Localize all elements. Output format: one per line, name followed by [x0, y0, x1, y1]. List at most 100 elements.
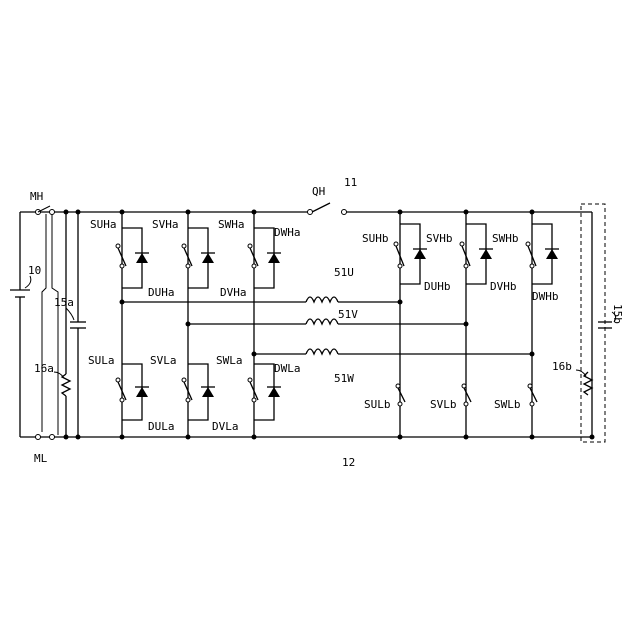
inductor-51w: [306, 349, 338, 354]
node-dot: [64, 210, 69, 215]
node-dot: [186, 435, 191, 440]
node-dot: [464, 210, 469, 215]
label-15b: 15b: [611, 304, 624, 324]
label-dvha: DVHa: [220, 286, 247, 299]
diode-symbol-upper: [480, 249, 492, 259]
node-dot: [252, 435, 257, 440]
switch-terminal-upper: [116, 244, 120, 248]
node-dot: [120, 210, 125, 215]
diode-symbol-upper: [202, 253, 214, 263]
node-dot: [530, 352, 535, 357]
ml-terminal-right: [50, 435, 55, 440]
node-dot: [530, 435, 535, 440]
node-dot: [120, 435, 125, 440]
label-51v: 51V: [338, 308, 358, 321]
inductor-51v: [306, 319, 338, 324]
node-dot: [398, 210, 403, 215]
switch-terminal-lower: [186, 398, 190, 402]
label-svhb: SVHb: [426, 232, 453, 245]
label-16a: 16a: [34, 362, 54, 375]
node-dot: [186, 210, 191, 215]
switch-blade-lower: [398, 388, 405, 402]
switch-terminal-upper: [182, 244, 186, 248]
switch-terminal-upper: [252, 264, 256, 268]
battery-leader: [25, 276, 31, 288]
switch-terminal-upper: [460, 242, 464, 246]
inductor-51u: [306, 297, 338, 302]
node-dot: [398, 435, 403, 440]
switch-terminal-upper: [394, 242, 398, 246]
label-51u: 51U: [334, 266, 354, 279]
label-11: 11: [344, 176, 357, 189]
switch-terminal-lower: [116, 378, 120, 382]
label-qh: QH: [312, 185, 325, 198]
label-duha: DUHa: [148, 286, 175, 299]
switch-terminal-upper: [398, 264, 402, 268]
qh-switch-blade: [312, 203, 330, 212]
label-sula: SULa: [88, 354, 115, 367]
box-15b: [581, 204, 605, 442]
ml-terminal-left: [36, 435, 41, 440]
label-dvla: DVLa: [212, 420, 239, 433]
node-dot: [252, 210, 257, 215]
node-dot: [530, 210, 535, 215]
diode-symbol-upper: [414, 249, 426, 259]
switch-terminal-upper: [248, 244, 252, 248]
mh-terminal-right: [50, 210, 55, 215]
label-15a: 15a: [54, 296, 74, 309]
qh-terminal-right: [342, 210, 347, 215]
label-swlb: SWLb: [494, 398, 521, 411]
switch-terminal-lower: [248, 378, 252, 382]
label-swha: SWHa: [218, 218, 245, 231]
label-dvhb: DVHb: [490, 280, 517, 293]
label-swhb: SWHb: [492, 232, 519, 245]
diode-symbol-upper: [268, 253, 280, 263]
diode-symbol-upper: [546, 249, 558, 259]
cap15a-leader: [66, 308, 74, 320]
label-swla: SWLa: [216, 354, 243, 367]
label-suha: SUHa: [90, 218, 117, 231]
label-ml: ML: [34, 452, 48, 465]
switch-terminal-upper: [120, 264, 124, 268]
diode-symbol-lower: [136, 387, 148, 397]
label-10: 10: [28, 264, 41, 277]
label-dwla: DWLa: [274, 362, 301, 375]
switch-terminal-upper: [530, 264, 534, 268]
label-svha: SVHa: [152, 218, 179, 231]
node-dot: [186, 322, 191, 327]
switch-terminal-lower: [530, 402, 534, 406]
label-sulb: SULb: [364, 398, 391, 411]
switch-terminal-lower: [462, 384, 466, 388]
left-block-bracket-2: [52, 214, 58, 435]
label-suhb: SUHb: [362, 232, 389, 245]
switch-terminal-lower: [182, 378, 186, 382]
switch-terminal-lower: [396, 384, 400, 388]
label-dwha: DWHa: [274, 226, 301, 239]
diode-symbol-lower: [202, 387, 214, 397]
label-mh: MH: [30, 190, 43, 203]
switch-terminal-upper: [526, 242, 530, 246]
node-dot: [590, 435, 595, 440]
mh-switch-blade: [38, 206, 50, 212]
switch-terminal-lower: [252, 398, 256, 402]
label-51w: 51W: [334, 372, 354, 385]
diode-symbol-upper: [136, 253, 148, 263]
label-dwhb: DWHb: [532, 290, 559, 303]
node-dot: [76, 435, 81, 440]
label-svla: SVLa: [150, 354, 177, 367]
node-dot: [398, 300, 403, 305]
switch-terminal-upper: [186, 264, 190, 268]
label-16b: 16b: [552, 360, 572, 373]
switch-terminal-lower: [528, 384, 532, 388]
label-duhb: DUHb: [424, 280, 451, 293]
diode-symbol-lower: [268, 387, 280, 397]
node-dot: [76, 210, 81, 215]
label-svlb: SVLb: [430, 398, 457, 411]
switch-blade-lower: [464, 388, 471, 402]
label-12: 12: [342, 456, 355, 469]
node-dot: [464, 322, 469, 327]
switch-terminal-upper: [464, 264, 468, 268]
node-dot: [464, 435, 469, 440]
left-block-bracket: [42, 214, 46, 432]
